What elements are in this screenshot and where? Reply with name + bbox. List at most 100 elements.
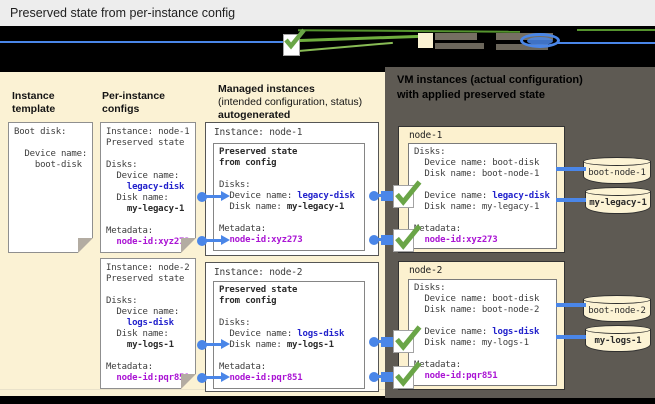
connector-line	[204, 343, 221, 346]
header-line: with applied preserved state	[397, 89, 545, 101]
cylinder-body	[583, 161, 651, 184]
connector-boot-node-1	[556, 167, 586, 171]
preserved-state-text: Preserved state from config Disks: Devic…	[219, 285, 362, 384]
legend-blue-line-right	[556, 42, 655, 44]
applied-check-disks-node-1	[393, 180, 422, 208]
vm-node-1-card: node-1 Disks: Device name: boot-disk Dis…	[398, 126, 565, 253]
disk-cylinder-my-logs-1: my-logs-1	[585, 325, 651, 352]
legend-green-stroke-2	[297, 41, 393, 53]
device-name-value: logs-disk	[492, 327, 540, 337]
legend-green-stroke-1	[296, 34, 421, 43]
header-line: Per-instance	[102, 90, 166, 102]
text-segment: Disks: Device name: boot-disk Disk name:…	[414, 283, 540, 337]
cylinder-body	[585, 191, 651, 214]
metadata-value: node-id:pqr851	[229, 373, 303, 383]
legend-stateful-oval-fill	[527, 37, 553, 45]
page-title: Preserved state from per-instance config	[10, 6, 236, 20]
preserved-state-heading: Preserved state from config	[219, 285, 298, 306]
disk-label: my-legacy-1	[589, 198, 647, 208]
connector-dot	[369, 372, 379, 382]
connector-line	[204, 376, 221, 379]
vm-config-text: Disks: Device name: boot-disk Disk name:…	[414, 147, 554, 246]
text-segment: Instance: node-1 Preserved state Disks: …	[106, 127, 190, 181]
connector-line	[377, 375, 383, 378]
legend-bar	[435, 43, 484, 49]
preserved-state-text: Preserved state from config Disks: Devic…	[219, 147, 362, 246]
metadata-value: node-id:xyz273	[106, 237, 190, 247]
disk-name-value: my-legacy-1	[286, 202, 345, 212]
arrowhead-icon	[221, 191, 230, 201]
disk-cylinder-boot-node-1: boot-node-1	[583, 157, 651, 184]
cylinder-lid	[583, 295, 651, 304]
preserved-state-box: Preserved state from config Disks: Devic…	[213, 281, 365, 389]
connector-my-legacy-1	[556, 198, 586, 202]
arrowhead-icon	[221, 372, 230, 382]
text-segment: Metadata:	[106, 362, 153, 372]
disk-label: boot-node-1	[588, 168, 646, 178]
check-icon	[395, 325, 422, 351]
arrowhead-icon	[221, 339, 230, 349]
device-name-value: legacy-disk	[492, 191, 550, 201]
text-segment: Metadata:	[219, 362, 266, 372]
device-name-value: logs-disk	[297, 329, 345, 339]
device-name-value: legacy-disk	[297, 191, 355, 201]
header-line: configs	[102, 103, 140, 115]
connector-square	[381, 372, 394, 382]
title-bar: Preserved state from per-instance config	[0, 0, 655, 26]
header-line: (intended configuration, status)	[218, 96, 363, 108]
preserved-state-box: Preserved state from config Disks: Devic…	[213, 143, 365, 251]
disk-name-value: my-logs-1	[106, 340, 174, 350]
managed-instance-node-2-card: Instance: node-2 Preserved state from co…	[205, 262, 379, 392]
text-segment: Disk name:	[229, 340, 282, 350]
vm-title: node-2	[409, 265, 443, 276]
cylinder-lid	[583, 157, 651, 166]
header-line: template	[12, 103, 56, 115]
applied-check-metadata-node-1	[393, 224, 422, 252]
check-icon	[284, 28, 306, 50]
cylinder-body	[583, 299, 651, 322]
disk-cylinder-boot-node-2: boot-node-2	[583, 295, 651, 322]
vm-config-box: Disks: Device name: boot-disk Disk name:…	[408, 143, 557, 249]
connector-line	[377, 238, 383, 241]
managed-instance-node-1-card: Instance: node-1 Preserved state from co…	[205, 122, 379, 256]
arrowhead-icon	[221, 235, 230, 245]
per-instance-config-node-1-card: Instance: node-1 Preserved state Disks: …	[100, 122, 196, 253]
connector-square	[381, 191, 394, 201]
header-instance-template: Instance template	[12, 90, 55, 116]
header-vm-instances: VM instances (actual configuration) with…	[397, 73, 583, 103]
legend-green-line-right	[577, 29, 655, 31]
text-segment: Disks: Device name:	[219, 318, 293, 339]
connector-my-logs-1	[556, 335, 586, 339]
connector-line	[377, 194, 383, 197]
metadata-value: node-id:xyz273	[229, 235, 303, 245]
vm-title: node-1	[409, 130, 443, 141]
vm-config-box: Disks: Device name: boot-disk Disk name:…	[408, 279, 557, 386]
legend-green-line	[297, 29, 521, 33]
vm-node-2-card: node-2 Disks: Device name: boot-disk Dis…	[398, 261, 565, 390]
disk-label: boot-node-2	[588, 306, 646, 316]
legend-check-icon	[283, 28, 306, 56]
metadata-value: node-id:xyz273	[424, 235, 498, 245]
text-segment: Disk name: my-logs-1 Metadata:	[414, 338, 529, 370]
connector-dot	[197, 236, 207, 246]
instance-template-text: Boot disk: Device name: boot-disk	[14, 127, 88, 170]
legend-bar	[496, 44, 548, 50]
metadata-value: node-id:pqr851	[424, 371, 498, 381]
connector-square	[381, 235, 394, 245]
connector-line	[204, 239, 221, 242]
connector-dot	[369, 191, 379, 201]
text-segment: Metadata:	[106, 226, 153, 236]
header-managed-instances: Managed instances (intended configuratio…	[218, 83, 362, 122]
connector-boot-node-2	[556, 303, 586, 307]
header-line: VM instances (actual configuration)	[397, 74, 583, 86]
text-segment: Disks: Device name:	[219, 180, 293, 201]
connector-dot	[197, 340, 207, 350]
applied-check-metadata-node-2	[393, 361, 422, 389]
panel-bottom-line	[0, 389, 385, 390]
connector-dot	[369, 337, 379, 347]
connector-dot	[197, 192, 207, 202]
connector-line	[377, 340, 383, 343]
vm-config-text: Disks: Device name: boot-disk Disk name:…	[414, 283, 554, 382]
metadata-value: node-id:pqr851	[106, 373, 190, 383]
